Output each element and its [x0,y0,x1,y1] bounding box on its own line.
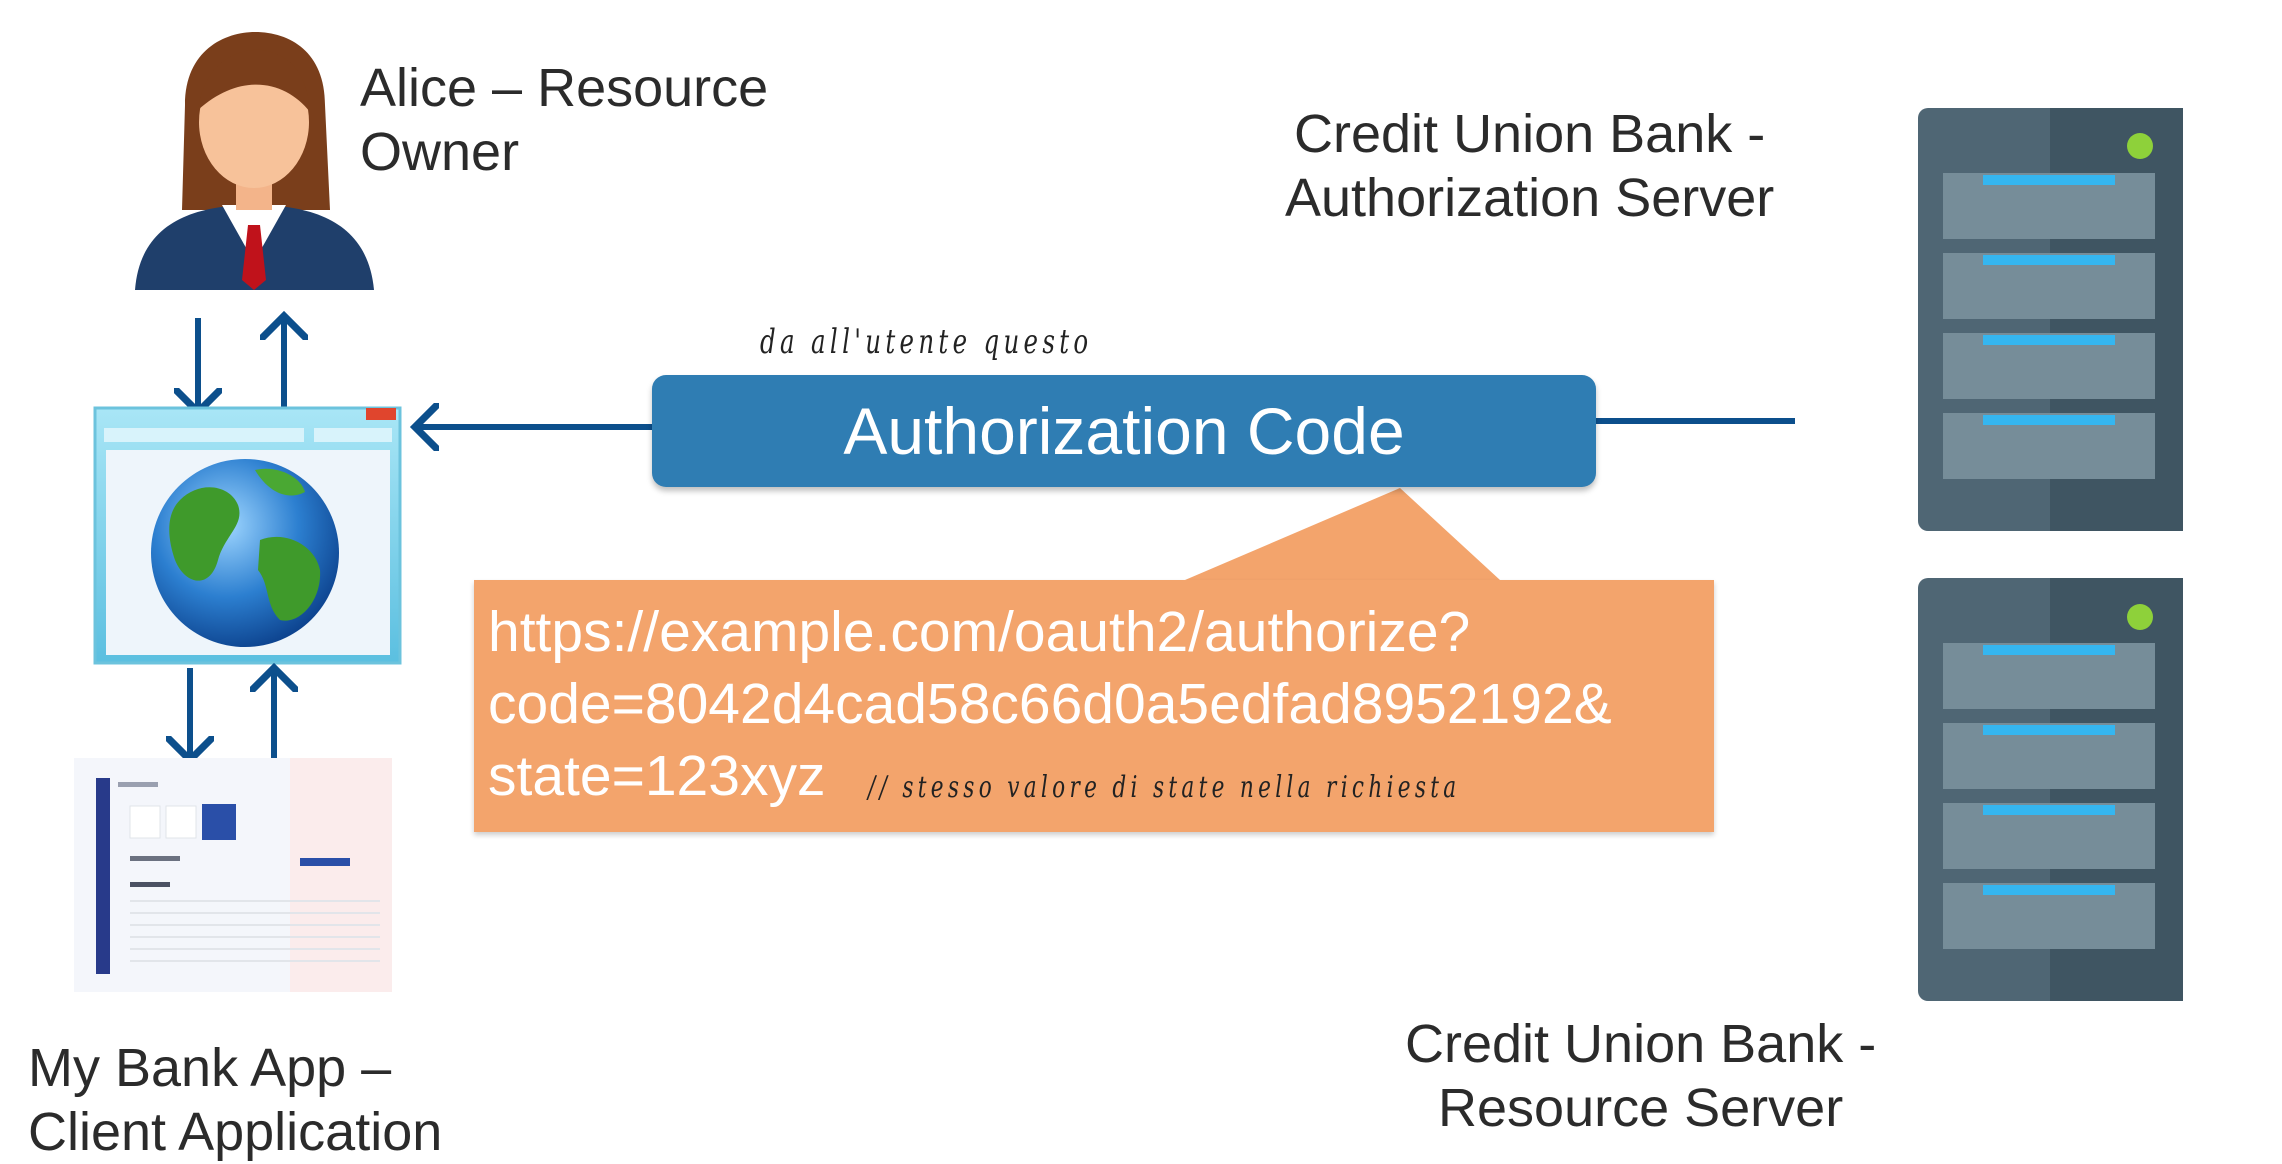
alice-label: Alice – Resource Owner [360,58,769,182]
browser-globe-icon [93,406,402,665]
client-app-screenshot [74,758,392,992]
alice-avatar-icon [135,32,374,290]
redirect-url-text: https://example.com/oauth2/authorize? co… [488,600,1612,736]
authorization-server-label: Credit Union Bank - Authorization Server [1285,104,1775,228]
client-application-label: My Bank App – Client Application [28,1038,443,1162]
callout-pointer [1185,488,1500,580]
redirect-url-callout: https://example.com/oauth2/authorize? co… [474,580,1714,832]
state-param-text: state=123xyz [488,744,826,808]
handwritten-note-top: da all'utente questo [760,322,1093,362]
authorization-code-box: Authorization Code [652,375,1596,487]
authorization-code-label: Authorization Code [843,394,1405,468]
authorization-server-icon [1918,108,2183,531]
resource-server-icon [1918,578,2183,1001]
handwritten-note-state: // stesso valore di state nella richiest… [868,770,1461,805]
resource-server-label: Credit Union Bank - Resource Server [1405,1014,1877,1138]
